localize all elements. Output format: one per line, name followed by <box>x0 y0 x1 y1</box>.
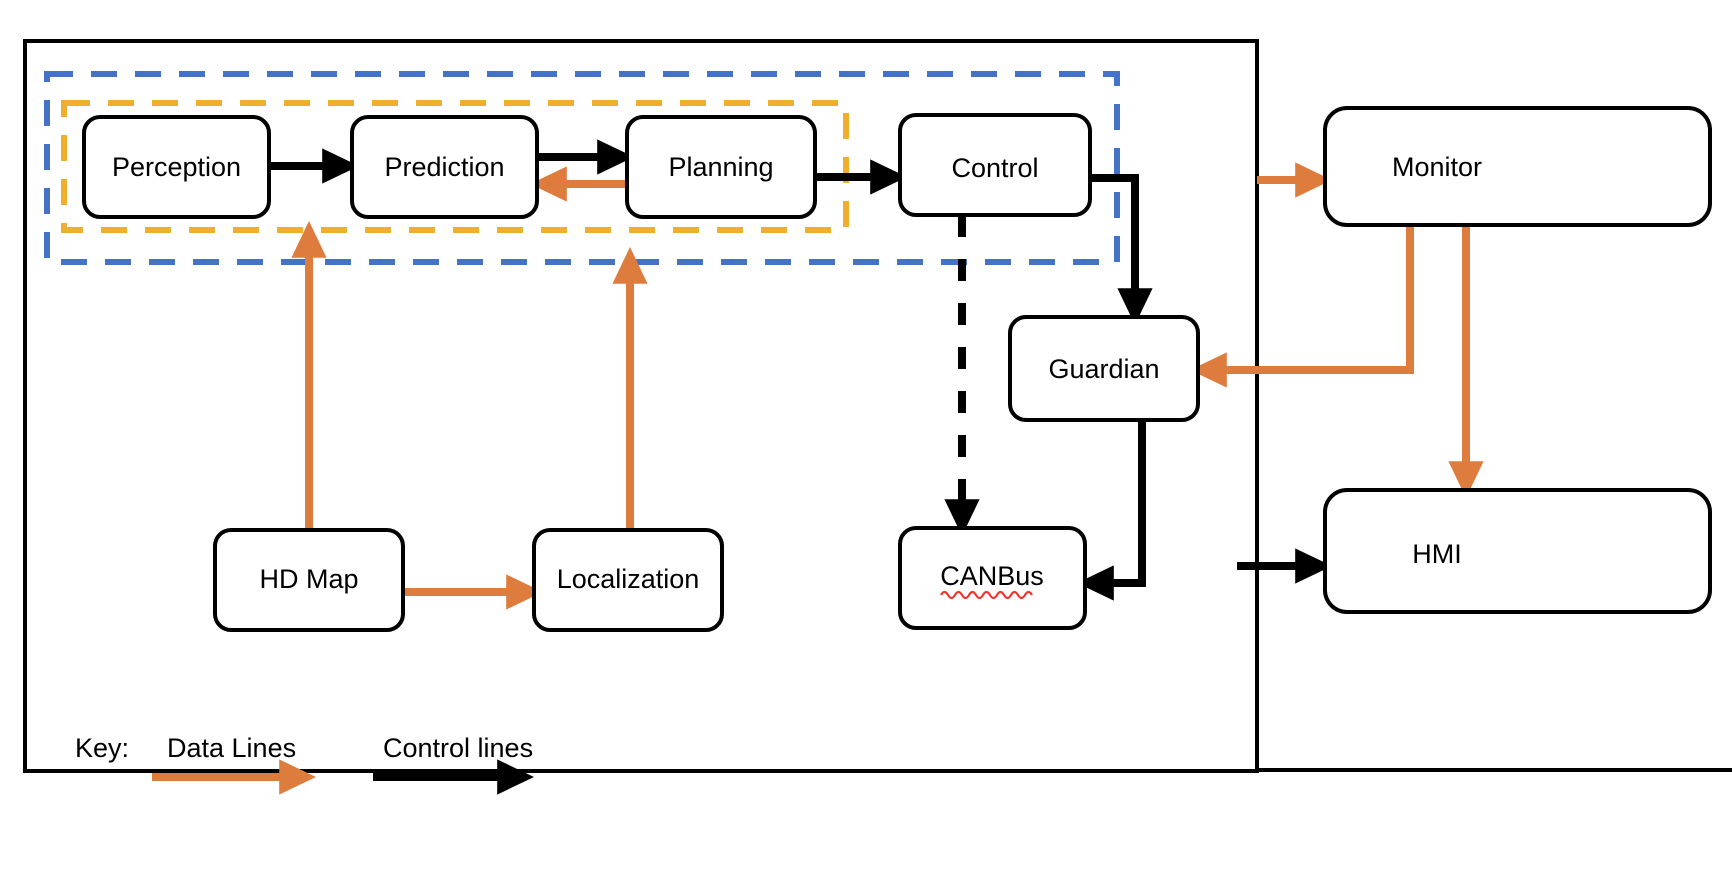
group-inner-dashed-box <box>61 100 849 233</box>
node-localization[interactable]: Localization <box>532 528 724 632</box>
legend: Key: Data Lines Control lines <box>75 733 535 795</box>
node-perception-box[interactable] <box>82 115 271 219</box>
node-control[interactable]: Control <box>898 113 1092 217</box>
node-hd-map[interactable]: HD Map <box>213 528 405 632</box>
node-control-label: Control <box>951 153 1038 183</box>
legend-control-lines-label: Control lines <box>383 733 533 763</box>
node-localization-box[interactable] <box>532 528 724 632</box>
node-guardian[interactable]: Guardian <box>1008 315 1200 422</box>
legend-key-label: Key: <box>75 733 129 763</box>
edge-guardian-to-canbus <box>1076 420 1146 601</box>
node-planning-label: Planning <box>668 152 773 182</box>
node-hd-map-label: HD Map <box>259 564 358 594</box>
node-guardian-label: Guardian <box>1048 354 1159 384</box>
node-canbus-box[interactable] <box>898 526 1087 630</box>
node-planning[interactable]: Planning <box>625 115 817 219</box>
node-hmi[interactable]: HMI <box>1323 488 1712 614</box>
node-monitor-label: Monitor <box>1392 152 1482 182</box>
node-guardian-box[interactable] <box>1008 315 1200 422</box>
node-prediction-label: Prediction <box>384 152 504 182</box>
node-planning-box[interactable] <box>625 115 817 219</box>
node-canbus[interactable]: CANBus <box>898 526 1087 630</box>
node-hmi-box[interactable] <box>1323 488 1712 614</box>
node-localization-label: Localization <box>557 564 700 594</box>
node-hd-map-box[interactable] <box>213 528 405 632</box>
node-canbus-label: CANBus <box>940 561 1044 591</box>
edge-control-to-guardian <box>1090 174 1153 326</box>
edge-monitor-to-guardian <box>1189 225 1414 388</box>
node-hmi-label: HMI <box>1412 539 1462 569</box>
node-monitor-box[interactable] <box>1323 106 1712 227</box>
legend-data-lines-label: Data Lines <box>167 733 296 763</box>
node-perception[interactable]: Perception <box>82 115 271 219</box>
node-control-box[interactable] <box>898 113 1092 217</box>
group-outer-dashed-box <box>44 71 1120 265</box>
node-prediction[interactable]: Prediction <box>350 115 539 219</box>
node-prediction-box[interactable] <box>350 115 539 219</box>
node-perception-label: Perception <box>112 152 241 182</box>
node-monitor[interactable]: Monitor <box>1323 106 1712 227</box>
system-boundary-frame <box>23 39 1259 773</box>
spellcheck-underline-icon <box>940 590 1033 600</box>
